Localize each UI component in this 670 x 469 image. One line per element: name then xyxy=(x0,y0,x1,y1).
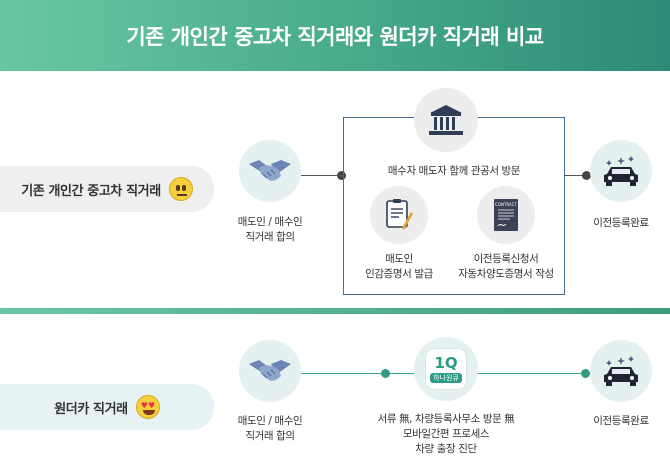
neutral-face-emoji-icon xyxy=(168,177,193,201)
connector-dot xyxy=(582,171,591,180)
connector-line xyxy=(565,175,593,176)
handshake-icon xyxy=(239,140,301,202)
contract-icon-text: CONTRACT xyxy=(495,202,517,207)
connector-dot xyxy=(581,369,590,378)
section-divider xyxy=(0,308,670,314)
step1-caption: 매도인 / 매수인 직거래 합의 xyxy=(237,216,303,243)
row-label-traditional: 기존 개인간 중고차 직거래 xyxy=(0,166,214,212)
app-logo-subtext: 하나원큐 xyxy=(430,373,462,383)
page-title: 기존 개인간 중고차 직거래와 원더카 직거래 비교 xyxy=(126,24,544,49)
row-label-text: 기존 개인간 중고차 직거래 xyxy=(21,183,161,199)
done-caption: 이전등록완료 xyxy=(593,217,649,229)
government-building-icon xyxy=(414,88,478,152)
document-icon xyxy=(370,186,428,244)
header-banner: 기존 개인간 중고차 직거래와 원더카 직거래 비교 xyxy=(0,0,670,71)
hana-1q-app-logo-icon: 1Q 하나원큐 xyxy=(425,348,467,390)
row-label-wondercar: 원더카 직거래 ♥♥ xyxy=(0,384,214,430)
connector-dot xyxy=(381,369,390,378)
seal-certificate-caption: 매도인 인감증명서 발급 xyxy=(365,253,433,280)
contract-icon: CONTRACT xyxy=(477,186,535,244)
row-label-text: 원더카 직거래 xyxy=(54,401,128,417)
done-caption: 이전등록완료 xyxy=(593,415,649,427)
car-icon xyxy=(590,140,652,202)
step1-caption: 매도인 / 매수인 직거래 합의 xyxy=(237,415,303,442)
contract-caption: 이전등록신청서 자동차양도증명서 작성 xyxy=(458,253,554,280)
app-logo-text: 1Q xyxy=(434,354,458,372)
app-caption: 서류 無, 차량등록사무소 방문 無 모바일간편 프로세스 차량 출장 진단 xyxy=(377,413,515,455)
app-icon-circle: 1Q 하나원큐 xyxy=(414,337,478,401)
car-icon xyxy=(590,340,652,402)
visit-caption: 매수자 매도자 함께 관공서 방문 xyxy=(387,165,521,177)
connector-line xyxy=(301,175,343,176)
heart-eyes-emoji-icon: ♥♥ xyxy=(135,395,160,419)
handshake-icon xyxy=(239,340,301,402)
